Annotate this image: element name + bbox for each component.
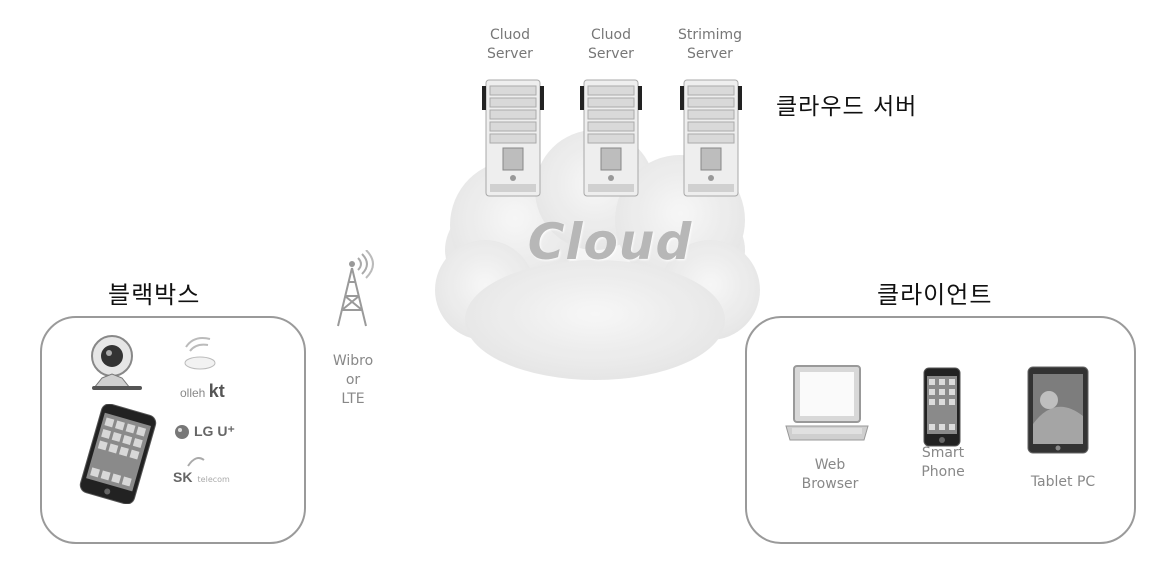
cloud-label: Cloud	[527, 213, 693, 271]
device-label-web-browser-line1: Web	[814, 457, 846, 473]
cloud-shape	[435, 130, 760, 380]
client-title: 클라이언트	[877, 281, 993, 309]
server-label-1: Cluod Server	[465, 26, 555, 64]
sk-logo-icon	[187, 457, 205, 467]
device-label-tablet-pc-line1: Tablet PC	[1030, 474, 1096, 490]
device-label-web-browser: Web Browser	[790, 456, 870, 494]
webcam-icon	[91, 335, 142, 390]
network-label-line1: Wibro	[332, 353, 374, 369]
smartphone-icon	[923, 367, 961, 447]
lg-logo-text: LG U⁺	[194, 423, 235, 439]
server-label-3-line2: Server	[687, 46, 733, 62]
device-label-smart-phone: Smart Phone	[908, 444, 978, 482]
lg-logo-icon	[175, 424, 189, 439]
device-label-web-browser-line2: Browser	[801, 476, 859, 492]
device-label-smart-phone-line1: Smart	[921, 445, 965, 461]
kt-logo-suffix: kt	[208, 381, 225, 401]
kt-logo-prefix: olleh	[180, 386, 206, 400]
sk-logo-small: telecom	[197, 475, 230, 484]
server-tower-icon	[482, 79, 544, 197]
server-label-3-line1: Strimimg	[677, 27, 743, 43]
server-label-2-line1: Cluod	[591, 27, 631, 43]
server-tower-icon	[680, 79, 742, 197]
kt-logo: olleh kt	[180, 381, 225, 402]
sk-logo-text: SK	[173, 469, 193, 485]
blackbox-box	[40, 316, 306, 544]
blackbox-title: 블랙박스	[108, 281, 201, 309]
router-icon	[184, 337, 216, 370]
server-label-3: Strimimg Server	[665, 26, 755, 64]
network-label: Wibro or LTE	[325, 352, 381, 409]
device-label-tablet-pc: Tablet PC	[1018, 473, 1108, 492]
antenna-tower-icon	[337, 250, 374, 327]
tablet-icon	[1027, 366, 1089, 454]
laptop-icon	[785, 365, 869, 441]
network-label-line2: or	[345, 372, 361, 388]
network-label-line3: LTE	[341, 391, 365, 407]
server-label-2-line2: Server	[588, 46, 634, 62]
server-label-2: Cluod Server	[566, 26, 656, 64]
lg-logo: LG U⁺	[174, 423, 235, 440]
sk-logo: SK telecom	[173, 467, 230, 486]
device-label-smart-phone-line2: Phone	[921, 464, 965, 480]
cloud-server-title: 클라우드 서버	[776, 94, 918, 120]
server-tower-icon	[580, 79, 642, 197]
server-label-1-line1: Cluod	[490, 27, 530, 43]
server-label-1-line2: Server	[487, 46, 533, 62]
smartphone-icon	[79, 404, 157, 504]
